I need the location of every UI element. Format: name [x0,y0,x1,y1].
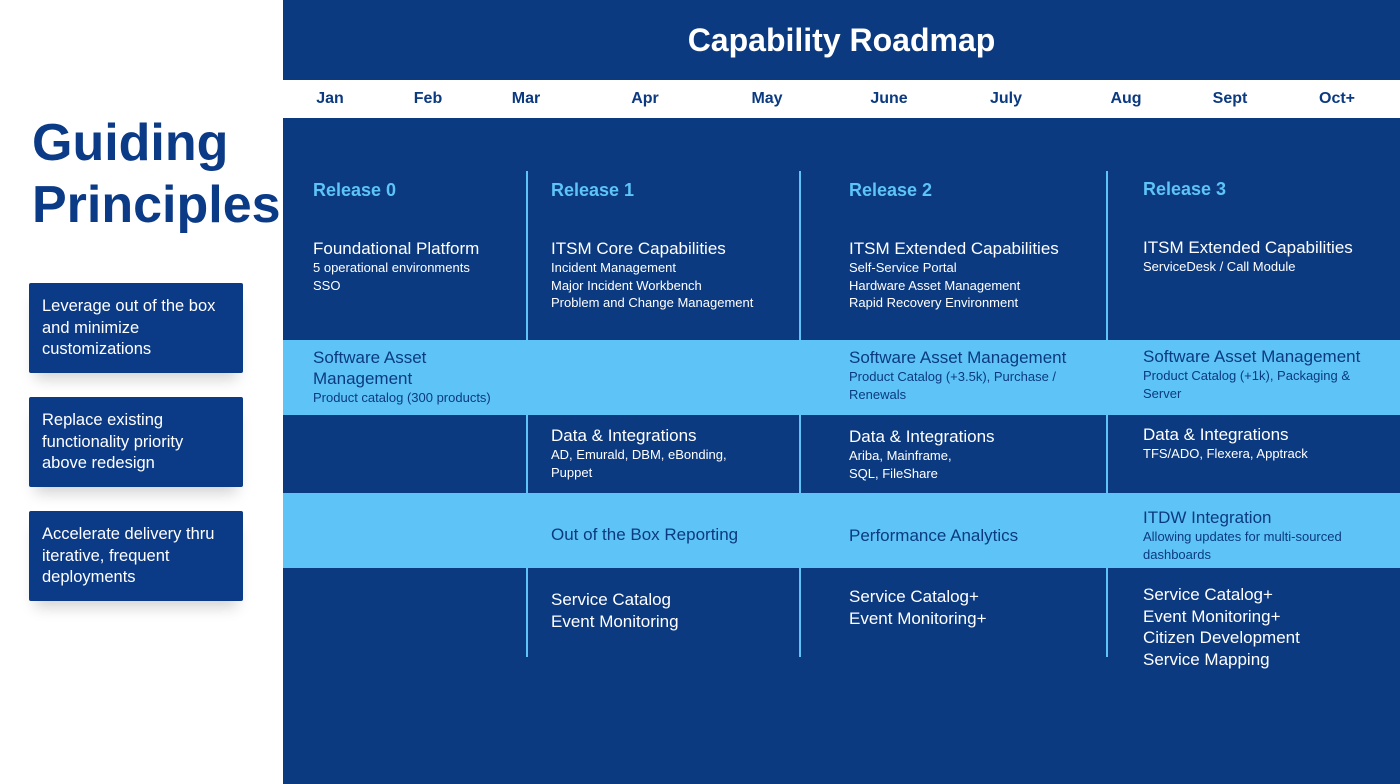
cell-detail: Server [1143,385,1182,401]
cell-heading: ITSM Core Capabilities [551,239,726,258]
cell-detail: Rapid Recovery Environment [849,295,1019,310]
sam-band [283,340,1400,415]
cell-heading: ITSM Extended Capabilities [1143,238,1353,257]
cell-heading: Software Asset [313,348,427,367]
cell-detail: 5 operational environments [313,260,470,275]
release-0-label: Release 0 [313,180,397,200]
cell-detail: Product Catalog (+3.5k), Purchase / [849,369,1057,384]
month-label: July [989,90,1023,107]
cell-detail: SSO [313,277,341,293]
cell-heading: Data & Integrations [849,427,995,446]
cell-item: Citizen Development [1143,628,1300,647]
reporting-band [283,493,1400,568]
principle-card-3: Accelerate delivery thru iterative, freq… [29,511,243,601]
cell-heading: ITDW Integration [1143,508,1272,527]
release-divider [799,171,801,657]
cell-detail: dashboards [1143,546,1211,562]
cell-item: Service Mapping [1143,649,1270,669]
release-divider [526,171,528,657]
cell-detail: Hardware Asset Management [849,277,1021,293]
release-1-label: Release 1 [551,180,635,200]
month-label: Jan [316,90,344,107]
cell-detail: Product catalog (300 products) [313,390,491,405]
cell-detail: Puppet [551,464,593,480]
cell-item: Service Catalog+ [849,587,979,606]
cell-heading: Software Asset Management [849,348,1067,367]
release-divider [1106,171,1108,657]
roadmap-title: Capability Roadmap [687,22,996,58]
principle-line: above redesign [42,454,155,472]
cell-detail: Incident Management [551,260,677,275]
principle-line: Accelerate delivery thru [42,525,215,543]
month-timeline: Jan Feb Mar Apr May June July Aug Sept O… [283,80,1400,118]
principle-card-1: Leverage out of the box and minimize cus… [29,283,243,373]
cell-heading: Data & Integrations [1143,425,1289,444]
principle-line: functionality priority [42,432,184,451]
principle-line: iterative, frequent [42,546,170,565]
principle-line: Replace existing [42,411,164,429]
month-label: May [751,90,783,107]
cell-detail: Product Catalog (+1k), Packaging & [1143,368,1351,383]
release-3-catalog: Service Catalog+ Event Monitoring+ Citiz… [1143,584,1300,670]
release-2-sam: Software Asset Management Product Catalo… [849,347,1066,403]
cell-heading: Foundational Platform [313,239,480,258]
release-1-reporting: Out of the Box Reporting [551,524,738,545]
cell-detail: Allowing updates for multi-sourced [1143,529,1342,544]
release-2-data: Data & Integrations Ariba, Mainframe, SQ… [849,426,995,482]
cell-heading: Performance Analytics [849,526,1019,545]
cell-detail: Ariba, Mainframe, [849,448,952,463]
month-label: Aug [1110,90,1142,107]
title-line: Guiding [32,114,229,172]
release-3-reporting: ITDW Integration Allowing updates for mu… [1143,507,1342,563]
cell-item: Event Monitoring+ [849,608,987,628]
cell-item: Event Monitoring+ [1143,606,1281,626]
cell-heading: Data & Integrations [551,426,697,445]
month-label: Oct+ [1318,90,1356,107]
cell-detail: ServiceDesk / Call Module [1143,259,1296,274]
cell-detail: TFS/ADO, Flexera, Apptrack [1143,446,1308,461]
release-3-platform: ITSM Extended Capabilities ServiceDesk /… [1143,237,1353,276]
cell-heading: Management [313,369,413,388]
release-3-data: Data & Integrations TFS/ADO, Flexera, Ap… [1143,424,1308,463]
principle-line: Leverage out of the box [42,297,216,315]
cell-heading: Out of the Box Reporting [551,525,739,544]
month-label: Mar [511,90,541,107]
cell-detail: Problem and Change Management [551,295,754,310]
cell-detail: Renewals [849,386,907,402]
release-3-sam: Software Asset Management Product Catalo… [1143,346,1360,402]
release-0-sam: Software Asset Management Product catalo… [313,347,491,407]
release-2-platform: ITSM Extended Capabilities Self-Service … [849,238,1059,312]
cell-item: Event Monitoring [551,611,679,631]
cell-detail: Self-Service Portal [849,260,957,275]
release-0-platform: Foundational Platform 5 operational envi… [313,238,479,294]
release-1-catalog: Service Catalog Event Monitoring [551,589,679,632]
principle-line: deployments [42,568,136,586]
cell-heading: ITSM Extended Capabilities [849,239,1059,258]
release-1-platform: ITSM Core Capabilities Incident Manageme… [551,238,753,312]
release-2-label: Release 2 [849,180,933,200]
release-3-label: Release 3 [1143,179,1227,199]
cell-detail: Major Incident Workbench [551,277,702,293]
principle-line: customizations [42,340,152,358]
principle-card-2: Replace existing functionality priority … [29,397,243,487]
month-label: Sept [1212,90,1248,107]
cell-detail: SQL, FileShare [849,465,938,481]
release-2-reporting: Performance Analytics [849,525,1018,546]
release-1-data: Data & Integrations AD, Emurald, DBM, eB… [551,425,727,481]
cell-item: Service Catalog+ [1143,585,1273,604]
cell-heading: Software Asset Management [1143,347,1361,366]
principle-line: and minimize [42,318,140,337]
month-label: Apr [631,90,659,107]
capability-roadmap: Capability Roadmap Jan Feb Mar Apr May J… [283,0,1400,784]
cell-detail: AD, Emurald, DBM, eBonding, [551,447,727,462]
month-label: Feb [413,90,443,107]
cell-item: Service Catalog [551,590,672,609]
title-line: Principles [32,176,281,234]
month-label: June [870,90,908,107]
release-2-catalog: Service Catalog+ Event Monitoring+ [849,586,987,629]
guiding-principles-title: Guiding Principles [32,112,281,236]
